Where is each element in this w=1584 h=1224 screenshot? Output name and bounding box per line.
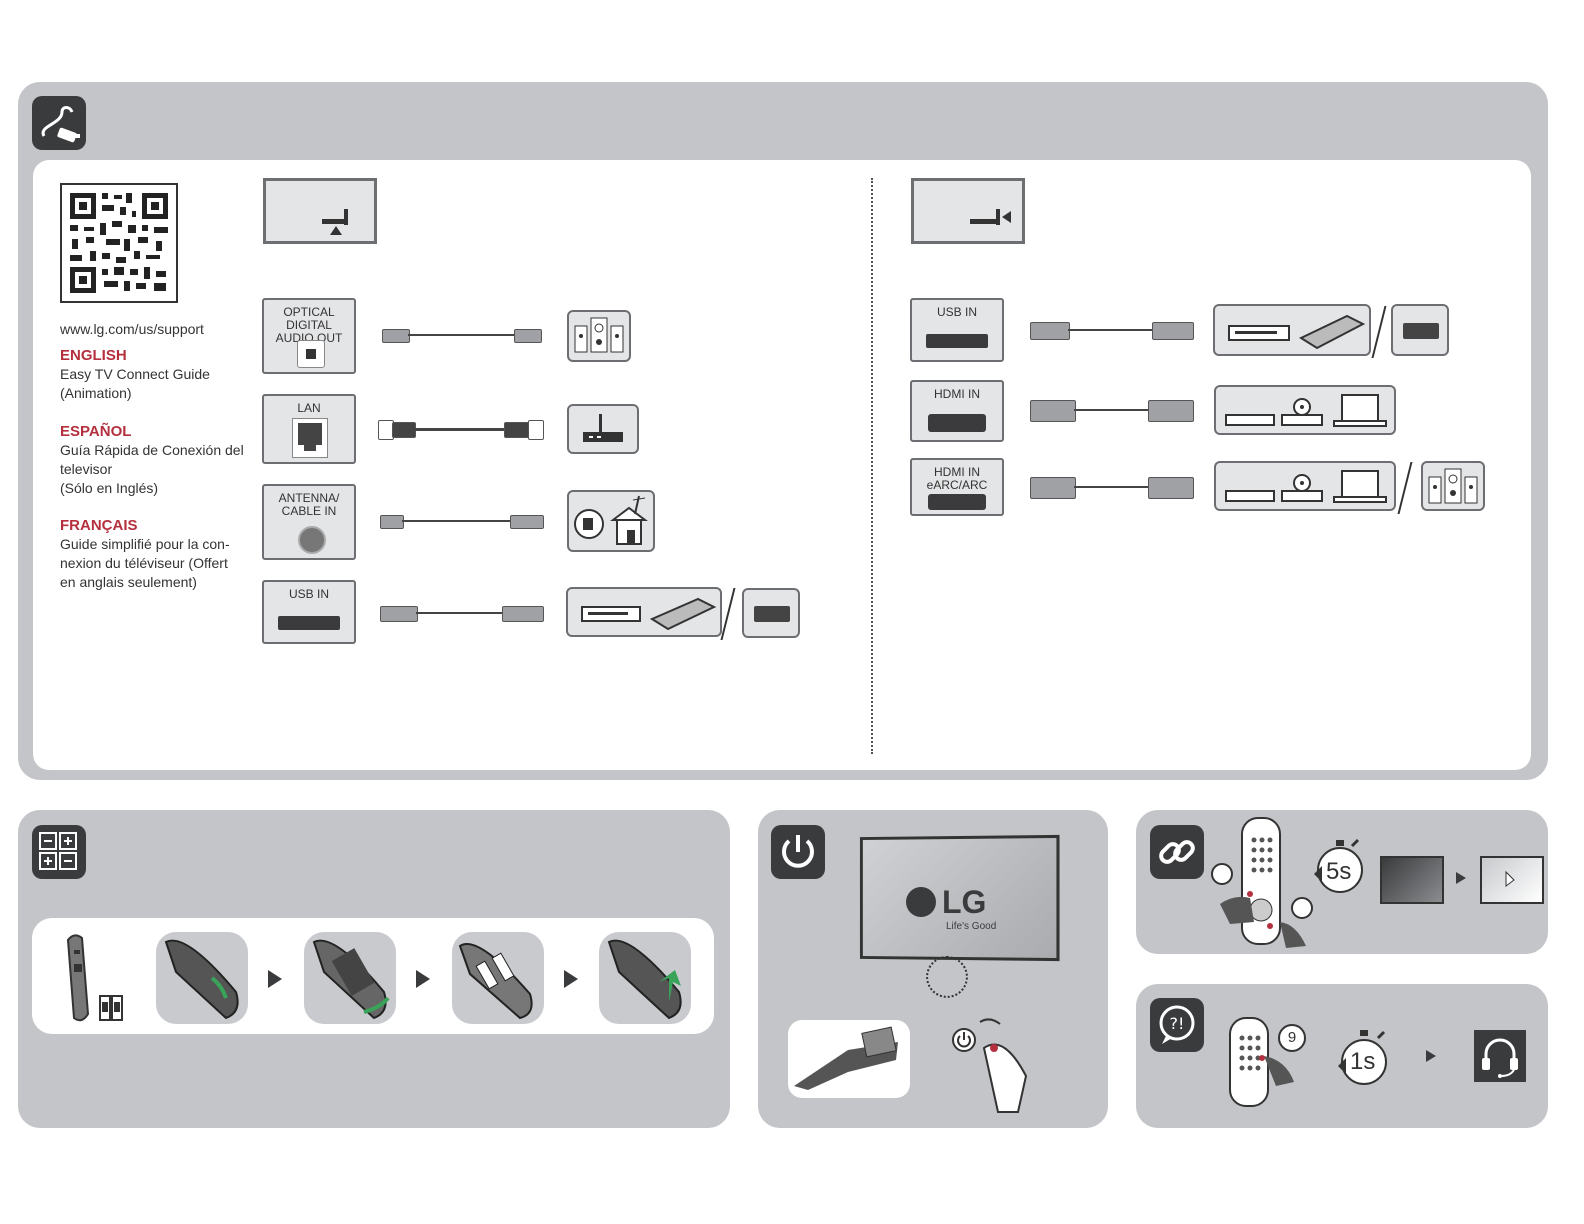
- lang-french-line2: nexion du téléviseur (Offert: [60, 555, 228, 571]
- svg-text:?!: ?!: [1170, 1014, 1185, 1033]
- step-arrow-1: [268, 970, 282, 988]
- lg-logo-circle: [906, 887, 936, 917]
- port-antenna: ANTENNA/CABLE IN: [262, 484, 356, 560]
- pairing-arrow: [1456, 872, 1466, 884]
- router-device: [567, 404, 639, 454]
- help-number-badge: 9: [1278, 1024, 1306, 1052]
- battery-step-2: [304, 932, 396, 1024]
- qr-code[interactable]: [60, 183, 178, 303]
- lg-tagline: Life's Good: [946, 921, 997, 932]
- help-arrow: [1426, 1050, 1436, 1062]
- link-icon: [1150, 825, 1204, 879]
- tv-off-screen: [1380, 856, 1444, 904]
- remote-help: [1216, 1016, 1316, 1108]
- lang-spanish-title: ESPAÑOL: [60, 423, 132, 440]
- timer-1s-label: 1s: [1350, 1048, 1376, 1075]
- earc-speaker-device: [1421, 461, 1485, 511]
- timer-5s-label: 5s: [1326, 858, 1352, 885]
- lang-french-line3: en anglais seulement): [60, 574, 197, 590]
- battery-step-1: [156, 932, 248, 1024]
- step-arrow-2: [416, 970, 430, 988]
- cable-icon: [32, 96, 86, 150]
- usb-storage-device-left: [566, 587, 722, 637]
- lang-english-title: ENGLISH: [60, 347, 127, 364]
- step-arrow-3: [564, 970, 578, 988]
- battery-step-3: [452, 932, 544, 1024]
- lang-spanish-line1: Guía Rápida de Conexión del: [60, 442, 244, 458]
- remote-pairing: [1210, 814, 1320, 950]
- hdmi-devices: [1214, 385, 1396, 435]
- remote-power-press: [948, 1016, 1038, 1116]
- port-hdmi: HDMI IN: [910, 380, 1004, 442]
- lang-french-title: FRANÇAIS: [60, 517, 138, 534]
- timer-1s-icon: [1330, 1024, 1392, 1088]
- port-usb-right: USB IN: [910, 298, 1004, 362]
- timer-5s-icon: [1306, 836, 1368, 898]
- lang-spanish-line2: televisor: [60, 461, 113, 477]
- lg-logo: LG: [942, 884, 987, 920]
- tv-bottom-diagram: [263, 178, 377, 244]
- antenna-device: [567, 490, 655, 552]
- help-chat-icon: ?!: [1150, 998, 1204, 1052]
- lang-english-line1: Easy TV Connect Guide: [60, 366, 210, 382]
- power-sensor-circle: [926, 956, 968, 998]
- usb-storage-device-right: [1213, 304, 1371, 356]
- power-icon: [771, 825, 825, 879]
- headset-icon: [1474, 1030, 1526, 1082]
- remote-with-batteries: [60, 930, 126, 1026]
- battery-icon: [32, 825, 86, 879]
- tv-side-diagram: [911, 178, 1025, 244]
- usb-stick-right: [1391, 304, 1449, 356]
- port-usb-left: USB IN: [262, 580, 356, 644]
- lang-spanish-line3: (Sólo en Inglés): [60, 480, 159, 496]
- usb-stick-left: [742, 588, 800, 638]
- tv-on-screen: [1480, 856, 1544, 904]
- earc-devices: [1214, 461, 1396, 511]
- port-lan: LAN: [262, 394, 356, 464]
- speaker-device: [567, 310, 631, 362]
- lang-french-line1: Guide simplifié pour la con-: [60, 536, 230, 552]
- battery-step-4: [599, 932, 691, 1024]
- lang-english-line2: (Animation): [60, 385, 132, 401]
- power-button-closeup: [788, 1020, 910, 1098]
- support-url[interactable]: www.lg.com/us/support: [60, 321, 204, 337]
- panel-divider: [871, 178, 873, 754]
